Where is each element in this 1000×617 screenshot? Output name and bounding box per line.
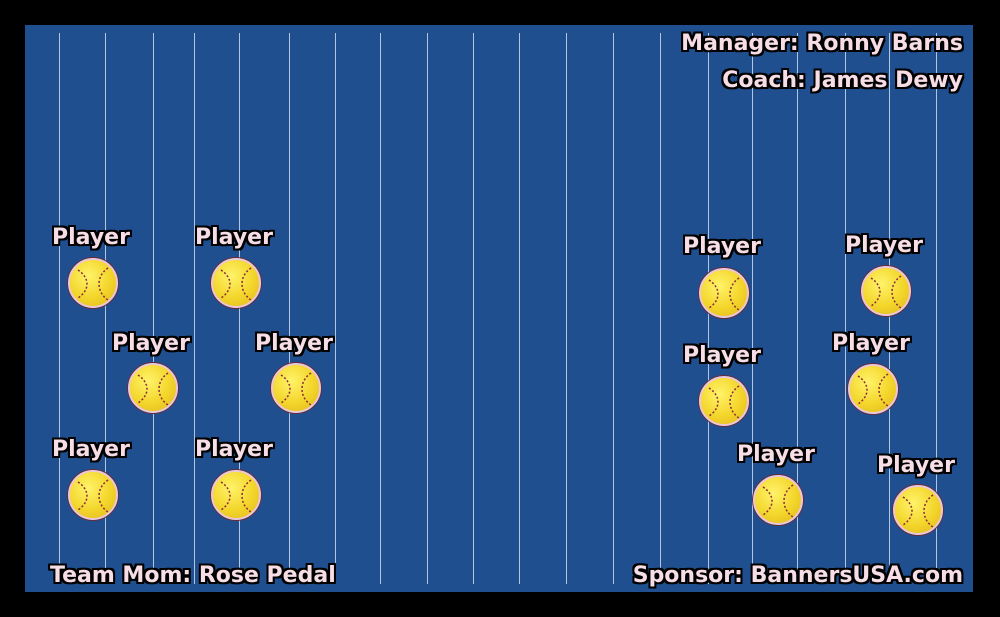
softball-stitching: [220, 479, 252, 513]
player-label: Player: [195, 437, 273, 462]
team-banner: Manager: Ronny Barns Coach: James Dewy T…: [25, 25, 973, 592]
stripe: [845, 33, 846, 584]
softball-icon: [271, 363, 321, 413]
player-label: Player: [683, 234, 761, 259]
softball-stitching: [77, 267, 109, 301]
softball-stitching: [137, 372, 169, 406]
softball-stitching: [708, 277, 740, 311]
stripe: [194, 33, 195, 584]
softball-icon: [699, 268, 749, 318]
player-label: Player: [255, 331, 333, 356]
stripe: [797, 33, 798, 584]
stripe: [380, 33, 381, 584]
team-mom-label: Team Mom: Rose Pedal: [50, 563, 336, 588]
softball-stitching: [870, 275, 902, 309]
player-label: Player: [195, 225, 273, 250]
softball-icon: [68, 258, 118, 308]
softball-icon: [68, 470, 118, 520]
player-label: Player: [683, 343, 761, 368]
coach-label: Coach: James Dewy: [722, 68, 963, 93]
player-label: Player: [112, 331, 190, 356]
sponsor-label: Sponsor: BannersUSA.com: [632, 563, 963, 588]
softball-stitching: [77, 479, 109, 513]
player-label: Player: [877, 453, 955, 478]
stripe: [566, 33, 567, 584]
stripe: [660, 33, 661, 584]
player-label: Player: [52, 437, 130, 462]
softball-stitching: [857, 373, 889, 407]
stripe: [239, 33, 240, 584]
player-label: Player: [832, 331, 910, 356]
player-label: Player: [737, 442, 815, 467]
stripe: [59, 33, 60, 584]
stripe: [519, 33, 520, 584]
softball-icon: [211, 258, 261, 308]
player-label: Player: [52, 225, 130, 250]
stripe: [473, 33, 474, 584]
softball-icon: [848, 364, 898, 414]
softball-stitching: [902, 494, 934, 528]
stripe: [936, 33, 937, 584]
manager-label: Manager: Ronny Barns: [681, 31, 963, 56]
softball-icon: [128, 363, 178, 413]
stripe: [289, 33, 290, 584]
stripe: [752, 33, 753, 584]
softball-stitching: [220, 267, 252, 301]
player-label: Player: [845, 233, 923, 258]
softball-icon: [861, 266, 911, 316]
softball-stitching: [280, 372, 312, 406]
softball-icon: [753, 475, 803, 525]
softball-icon: [699, 376, 749, 426]
softball-stitching: [708, 385, 740, 419]
stripe: [153, 33, 154, 584]
softball-stitching: [762, 484, 794, 518]
stripe: [105, 33, 106, 584]
softball-icon: [211, 470, 261, 520]
softball-icon: [893, 485, 943, 535]
stripe: [613, 33, 614, 584]
stripe: [335, 33, 336, 584]
stripe: [427, 33, 428, 584]
